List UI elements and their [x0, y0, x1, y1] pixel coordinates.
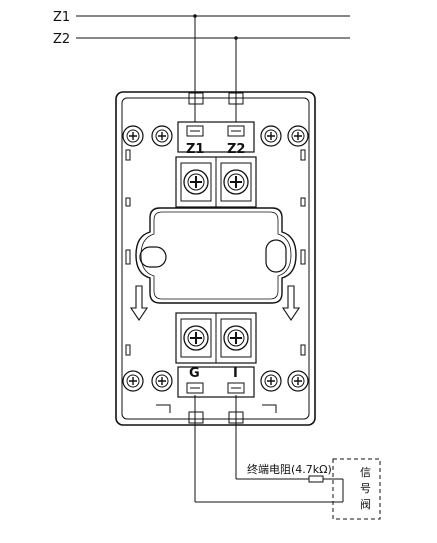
corner-screw-outer-top-right [287, 125, 309, 147]
corner-screw-inner-bottom-left [151, 370, 173, 392]
plate-inner [121, 97, 310, 420]
corner-screw-inner-bottom-right [260, 370, 282, 392]
terminal-screws [180, 162, 252, 358]
bottom-tabs [156, 404, 277, 424]
terminal-label-g: G [189, 366, 200, 381]
resistor-symbol [308, 475, 324, 483]
terminal-label-z2: Z2 [227, 142, 245, 157]
wire-label-z1: Z1 [53, 10, 70, 25]
left-slot [139, 246, 167, 268]
terminal-label-z1: Z1 [186, 142, 204, 157]
wire-label-z2: Z2 [53, 32, 70, 47]
output-wires [194, 395, 344, 503]
arrow-down-left [129, 285, 149, 321]
device-plate [115, 91, 316, 426]
terminal-clamps [186, 125, 245, 394]
corner-screw-top-right [260, 125, 282, 147]
side-notches [125, 149, 306, 356]
junction-z2 [234, 36, 238, 40]
terminal-screw-z1 [180, 162, 212, 202]
terminal-screw-g [180, 318, 212, 358]
signal-valve-box [332, 458, 381, 520]
central-cutout [135, 207, 297, 304]
resistor-label: 终端电阻(4.7kΩ) [247, 462, 332, 476]
corner-screw-outer-top-left [122, 125, 144, 147]
central-cutout-inner [140, 211, 292, 300]
lower-block-frame [177, 366, 255, 398]
right-slot [265, 239, 287, 273]
terminal-screw-i [220, 318, 252, 358]
arrow-down-right [281, 285, 301, 321]
top-tabs [188, 92, 244, 105]
plate-outer [115, 91, 316, 426]
corner-screw-bottom-right [287, 370, 309, 392]
bus-wires [76, 15, 350, 122]
corner-screw-bottom-left [122, 370, 144, 392]
terminal-label-i: I [233, 366, 238, 381]
corner-screws [122, 125, 309, 392]
signal-valve-char-2: 号 [360, 482, 371, 495]
signal-valve-char-1: 信 [360, 466, 371, 479]
corner-screw-top-left [151, 125, 173, 147]
upper-block-frame [177, 121, 255, 153]
junction-z1 [193, 14, 197, 18]
terminal-screw-z2 [220, 162, 252, 202]
signal-valve-char-3: 阀 [360, 497, 371, 511]
